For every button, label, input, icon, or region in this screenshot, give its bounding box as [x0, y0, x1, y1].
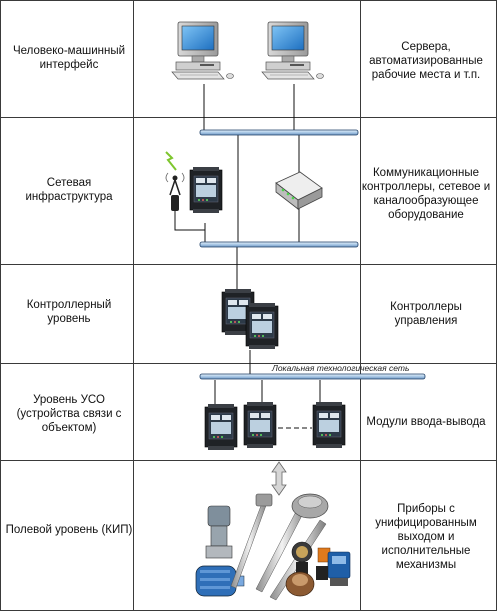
controller-module-icon — [204, 403, 238, 451]
controller-module-icon — [189, 166, 223, 214]
layer-2-right-label: Контроллеры управления — [390, 301, 462, 327]
local-network-label: Локальная технологическая сеть — [272, 363, 410, 373]
layer-4-left-label: Полевой уровень (КИП) — [5, 524, 133, 536]
double-arrow-icon — [271, 461, 287, 496]
computer-icon — [171, 21, 234, 80]
controller-module-icon — [245, 302, 279, 350]
controller-module-icon — [243, 401, 277, 449]
infrastructure-network-bus — [199, 241, 359, 248]
computer-icon — [261, 21, 324, 80]
connection-lines — [174, 84, 321, 429]
layer-4-right-label: Приборы с унифицированным выходом и испо… — [375, 503, 477, 571]
layer-0-left-label: Человеко-машинный интерфейс — [12, 45, 126, 71]
modem-icon — [275, 171, 323, 210]
layer-3-left-label: Уровень УСО (устройства связи с объектом… — [16, 394, 122, 434]
layer-3-right-label: Модули ввода-вывода — [366, 416, 486, 428]
layer-2-left-label: Контроллерный уровень — [26, 299, 112, 325]
field-instruments-image — [195, 493, 351, 601]
layer-1-right-label: Коммуникационные контроллеры, сетевое и … — [361, 167, 491, 221]
layer-0-right-label: Сервера, автоматизированные рабочие мест… — [369, 41, 483, 81]
local-process-network-bus — [199, 373, 426, 380]
layer-1-left-label: Сетевая инфраструктура — [25, 177, 113, 203]
hmi-network-bus — [199, 129, 359, 136]
controller-module-icon — [312, 401, 346, 449]
antenna-icon — [165, 151, 185, 211]
